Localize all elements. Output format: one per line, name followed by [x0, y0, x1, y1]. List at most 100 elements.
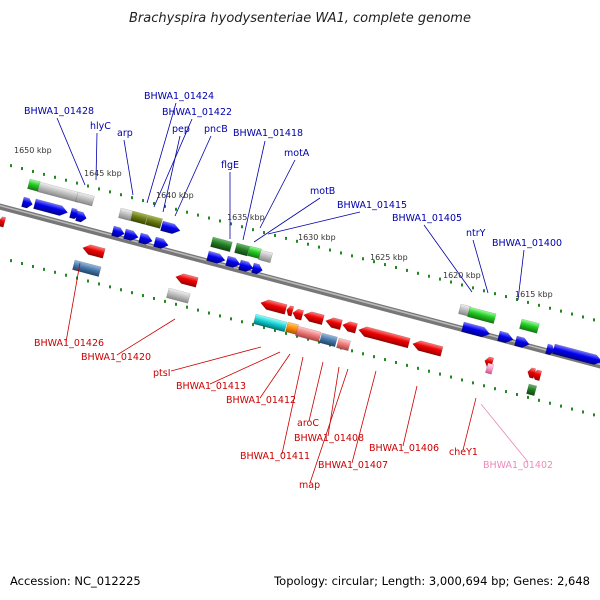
gene-feature: [251, 262, 263, 275]
gene-label: flgE: [221, 160, 239, 171]
gene-label: pncB: [204, 124, 228, 135]
gene-feature: [253, 313, 288, 333]
gene-label: ntrY: [466, 228, 486, 239]
gene-feature: [342, 321, 358, 334]
gene-label: BHWA1_01422: [162, 107, 232, 118]
gene-label: pep: [172, 124, 190, 135]
label-leader-line: [259, 159, 296, 229]
gene-label: map: [299, 480, 320, 491]
gene-label: BHWA1_01407: [318, 460, 388, 471]
gene-label: BHWA1_01405: [392, 213, 462, 224]
gene-feature: [552, 343, 600, 365]
gene-feature: [75, 210, 87, 223]
label-leader-line: [472, 239, 489, 294]
scale-tick-label: 1630 kbp: [298, 233, 336, 242]
scale-tick-label: 1620 kbp: [443, 271, 481, 280]
map-title: Brachyspira hyodysenteriae WA1, complete…: [129, 11, 471, 26]
label-leader-line: [402, 385, 418, 447]
gene-feature: [153, 236, 169, 249]
label-leader-line: [56, 117, 86, 186]
label-leader-line: [65, 262, 81, 343]
gene-feature: [37, 181, 81, 203]
gene-label: BHWA1_01400: [492, 238, 562, 249]
label-leader-line: [308, 361, 324, 422]
label-leaders: [56, 102, 529, 484]
gene-feature: [358, 326, 411, 349]
label-leader-line: [462, 397, 477, 451]
gene-feature: [532, 369, 543, 382]
gene-feature: [33, 198, 69, 216]
label-leader-line: [309, 368, 349, 484]
gene-feature: [145, 214, 163, 229]
accession-text: Accession: NC_012225: [10, 574, 141, 588]
gene-feature: [336, 337, 351, 352]
gene-label: BHWA1_01428: [24, 106, 94, 117]
gene-feature: [160, 220, 181, 234]
label-leader-line: [267, 211, 361, 235]
label-leader-line: [351, 370, 377, 464]
label-leader-line: [123, 139, 134, 196]
gene-feature: [325, 317, 343, 331]
label-leader-line: [153, 118, 193, 208]
label-leader-line: [480, 403, 529, 463]
gene-feature: [111, 225, 125, 238]
gene-label: motA: [284, 148, 310, 159]
gene-feature: [166, 287, 191, 304]
gene-feature: [514, 335, 530, 348]
label-leader-line: [116, 318, 176, 356]
gene-feature: [0, 216, 7, 228]
scale-tick-label: 1615 kbp: [515, 290, 553, 299]
gene-feature: [123, 228, 139, 241]
label-leader-line: [517, 249, 525, 301]
gene-label: BHWA1_01426: [34, 338, 104, 349]
gene-feature: [286, 305, 295, 317]
label-leader-line: [95, 132, 98, 181]
gene-feature: [545, 343, 555, 356]
gene-feature: [258, 249, 273, 264]
gene-feature: [461, 321, 491, 338]
gene-feature: [175, 273, 199, 288]
gene-label: hlyC: [90, 121, 111, 132]
gene-label: BHWA1_01412: [226, 395, 296, 406]
gene-label: BHWA1_01418: [233, 128, 303, 139]
gene-feature: [21, 196, 33, 209]
gene-feature: [234, 242, 250, 257]
label-leader-line: [174, 135, 212, 217]
gene-label: motB: [310, 186, 335, 197]
gene-label: BHWA1_01424: [144, 91, 214, 102]
gene-feature: [82, 244, 106, 259]
label-leader-line: [170, 346, 262, 372]
gene-label: ptsI: [153, 368, 171, 379]
label-leader-line: [253, 197, 321, 243]
label-leader-line: [162, 135, 181, 213]
scale-tick-label: 1650 kbp: [14, 146, 52, 155]
gene-feature: [118, 207, 133, 222]
gene-label: BHWA1_01408: [294, 433, 364, 444]
label-leader-line: [423, 224, 473, 293]
gene-feature: [319, 332, 338, 348]
gene-label: BHWA1_01402: [483, 460, 553, 471]
gene-label: BHWA1_01406: [369, 443, 439, 454]
gene-feature: [519, 318, 540, 334]
gene-feature: [225, 255, 241, 268]
label-leader-line: [242, 140, 266, 241]
gene-feature: [303, 311, 325, 326]
gene-features: [0, 178, 600, 397]
gene-feature: [292, 308, 304, 321]
gene-label: arp: [117, 128, 133, 139]
gene-feature: [75, 191, 95, 207]
gene-label: cheY1: [449, 447, 478, 458]
gene-feature: [238, 259, 254, 272]
gene-label: BHWA1_01420: [81, 352, 151, 363]
gene-label: BHWA1_01413: [176, 381, 246, 392]
gene-feature: [210, 236, 233, 253]
gene-labels: BHWA1_01428 hlyC arp BHWA1_01424BHWA1_01422…: [24, 91, 562, 491]
genome-summary-text: Topology: circular; Length: 3,000,694 bp…: [273, 574, 590, 588]
tick-dots: [10, 164, 595, 417]
label-leader-line: [281, 356, 304, 455]
scale-tick-label: 1645 kbp: [84, 169, 122, 178]
gene-feature: [206, 250, 226, 264]
scale-tick-label: 1635 kbp: [227, 213, 265, 222]
gene-label: BHWA1_01415: [337, 200, 407, 211]
